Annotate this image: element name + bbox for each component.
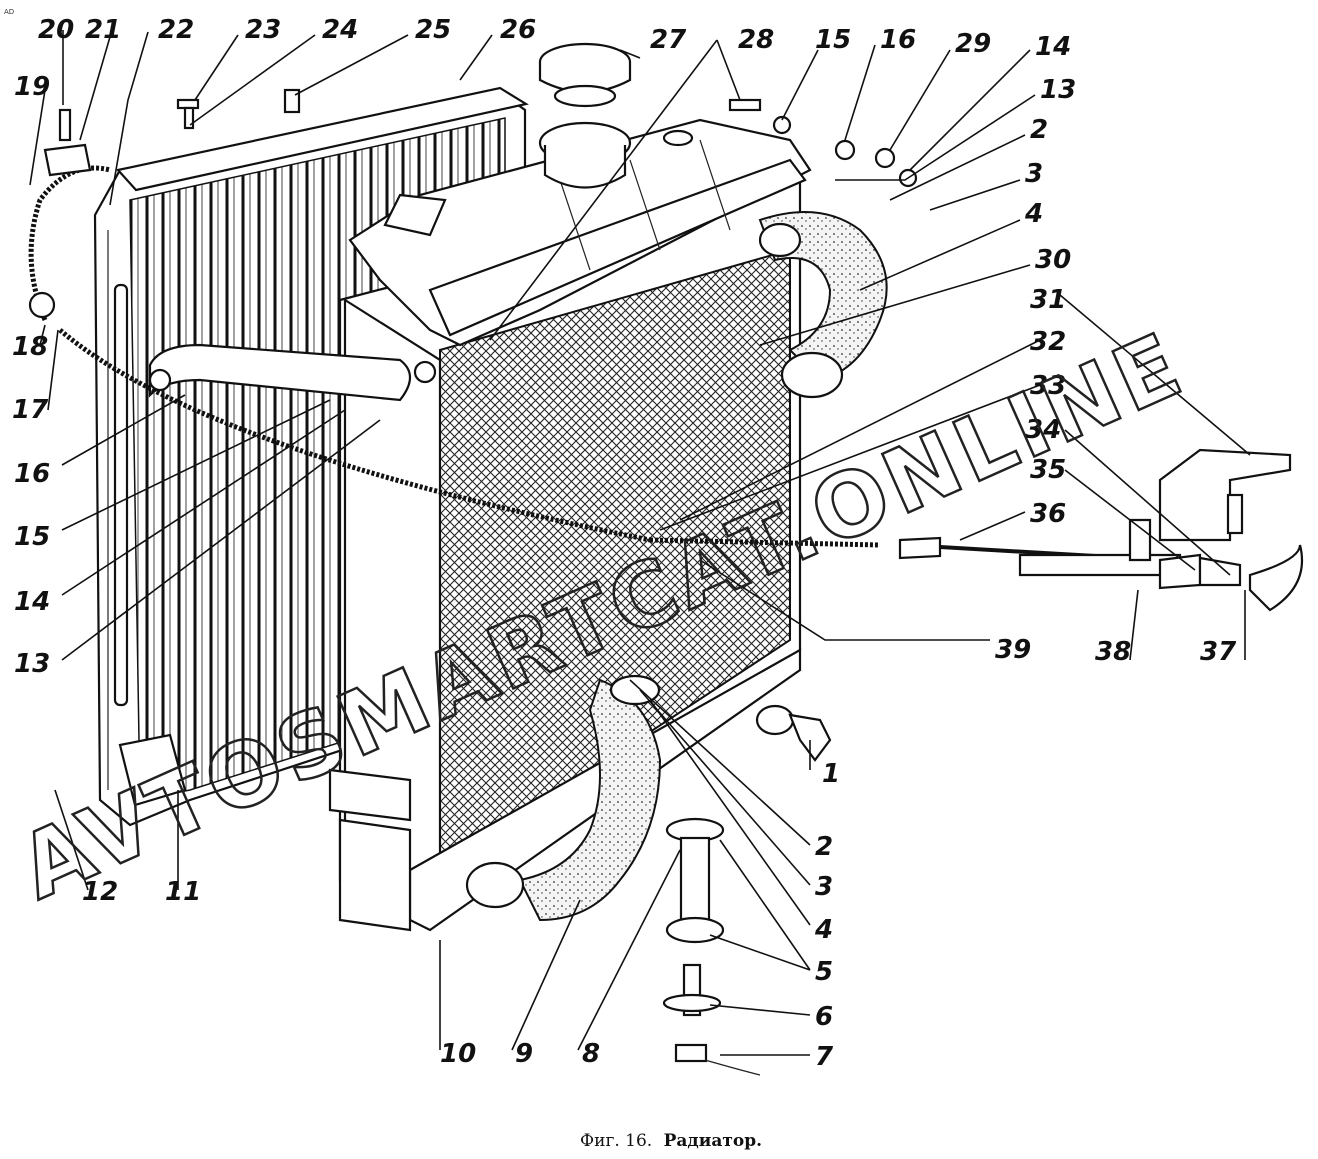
callout-34: 34 — [1025, 415, 1061, 445]
top-fasteners — [43, 88, 918, 188]
callout-2-top: 2 — [1030, 115, 1048, 145]
callout-33: 33 — [1030, 371, 1066, 401]
callout-26: 26 — [500, 15, 536, 45]
callout-3-bottom: 3 — [815, 872, 833, 902]
callout-22: 22 — [158, 15, 194, 45]
shutter-cable — [28, 165, 881, 548]
upper-hose — [758, 211, 888, 399]
callout-39: 39 — [995, 635, 1031, 665]
caption-title: Радиатор. — [664, 1131, 762, 1151]
filler-cap — [538, 42, 632, 108]
callout-15-top: 15 — [815, 25, 851, 55]
callout-14-top: 14 — [1035, 32, 1071, 62]
callout-19: 19 — [14, 72, 50, 102]
callout-18: 18 — [12, 332, 48, 362]
callout-7: 7 — [815, 1042, 834, 1072]
callout-15-left: 15 — [14, 522, 50, 552]
callout-1: 1 — [822, 759, 840, 789]
callout-2-bottom: 2 — [815, 832, 833, 862]
callout-5: 5 — [815, 957, 833, 987]
callout-labels: 20 21 22 23 24 25 26 27 28 15 16 29 14 1… — [12, 15, 1237, 1072]
callout-36: 36 — [1030, 499, 1066, 529]
figure-caption: Фиг. 16. Радиатор. — [580, 1131, 762, 1151]
callout-4-top: 4 — [1024, 199, 1043, 229]
mounting-bolt — [662, 817, 761, 1076]
callout-13-top: 13 — [1040, 75, 1076, 105]
mounting-strap — [118, 343, 437, 807]
callout-4-bottom: 4 — [814, 915, 833, 945]
callout-31: 31 — [1030, 285, 1066, 315]
top-tank — [348, 118, 812, 347]
callout-37: 37 — [1200, 637, 1237, 667]
callout-12: 12 — [82, 877, 118, 907]
leader-lines — [29, 29, 1251, 1056]
callout-3-top: 3 — [1025, 159, 1043, 189]
callout-24: 24 — [322, 15, 358, 45]
callout-6: 6 — [815, 1002, 833, 1032]
callout-16-left: 16 — [14, 459, 50, 489]
callout-16-top: 16 — [880, 25, 916, 55]
callout-14-left: 14 — [14, 587, 50, 617]
callout-27: 27 — [650, 25, 687, 55]
front-radiator — [328, 178, 802, 932]
callout-29: 29 — [955, 29, 991, 59]
callout-9: 9 — [515, 1039, 533, 1069]
callout-23: 23 — [245, 15, 281, 45]
drain-tap — [755, 704, 832, 762]
callout-13-left: 13 — [14, 649, 50, 679]
callout-32: 32 — [1030, 327, 1066, 357]
callout-11: 11 — [165, 877, 201, 907]
callout-30: 30 — [1035, 245, 1071, 275]
callout-38: 38 — [1095, 637, 1131, 667]
callout-21: 21 — [85, 15, 121, 45]
callout-10: 10 — [440, 1039, 476, 1069]
callout-8: 8 — [582, 1039, 600, 1069]
callout-17: 17 — [12, 395, 49, 425]
callout-25: 25 — [415, 15, 451, 45]
caption-prefix: Фиг. 16. — [580, 1131, 652, 1151]
callout-35: 35 — [1030, 455, 1066, 485]
corner-mark: AD — [4, 8, 14, 16]
callout-28: 28 — [738, 25, 774, 55]
callout-20: 20 — [38, 15, 74, 45]
control-handle — [898, 448, 1304, 612]
